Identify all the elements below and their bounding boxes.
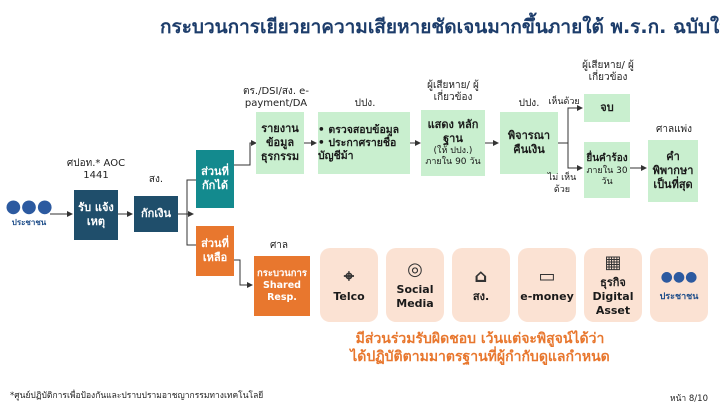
party-label: สง. (472, 289, 490, 303)
citizen-label: ประชาชน (11, 218, 47, 227)
people-icon: ●●● (660, 268, 698, 285)
seize-actor: สง. (148, 174, 164, 185)
verify-actor: ปปง. (354, 98, 376, 109)
party-label: Social Media (396, 282, 434, 310)
remaining-part-box: ส่วนที่ เหลือ (196, 226, 234, 276)
report-actor: ตร./DSI/สง. e-payment/DA (243, 86, 309, 109)
shared-resp-process-box: กระบวนการ Shared Resp. (254, 256, 310, 316)
consider-actor: ปปง. (518, 98, 540, 109)
verify-item: ตรวจสอบข้อมูล (318, 124, 410, 137)
appeal-deadline: ภายใน 30 วัน (586, 166, 628, 187)
party-label: ธุรกิจ Digital Asset (592, 275, 634, 317)
party-label: ประชาชน (659, 291, 699, 302)
evidence-label: แสดง หลักฐาน (427, 118, 479, 145)
receive-actor: ศปอท.* AOC 1441 (66, 158, 126, 181)
people-icon: ●●● (5, 196, 53, 217)
building-icon: ▦ (604, 251, 622, 273)
final-ruling-box: คำพิพากษา เป็นที่สุด (648, 140, 698, 202)
statement-line: มีส่วนร่วมรับผิดชอบ เว้นแต่จะพิสูจน์ได้ว… (355, 331, 605, 347)
report-transactions-box: รายงาน ข้อมูล ธุรกรรม (256, 112, 304, 174)
party-digital-asset: ▦ ธุรกิจ Digital Asset (584, 248, 642, 322)
receive-report-box: รับ แจ้ง เหตุ (74, 190, 118, 240)
evidence-actor: ผู้เสียหาย/ ผู้เกี่ยวข้อง (427, 80, 479, 103)
appeal-label: ยื่นคำร้อง (586, 153, 628, 164)
party-bank: ⌂ สง. (452, 248, 510, 322)
evidence-box: แสดง หลักฐาน (ให้ ปปง.) ภายใน 90 วัน (421, 110, 485, 176)
done-actor: ผู้เสียหาย/ ผู้เกี่ยวข้อง (582, 60, 634, 83)
party-e-money: ▭ e-money (518, 248, 576, 322)
party-citizens: ●●● ประชาชน (650, 248, 708, 322)
bank-icon: ⌂ (474, 265, 488, 287)
card-icon: ▭ (538, 265, 556, 287)
seize-funds-box: กักเงิน (134, 196, 178, 232)
agree-label: เห็นด้วย (548, 97, 580, 107)
party-telco: ⌖ Telco (320, 248, 378, 322)
page-title: กระบวนการเยียวยาความเสียหายชัดเจนมากขึ้น… (160, 16, 720, 38)
party-label: e-money (520, 289, 574, 303)
seized-part-box: ส่วนที่ กักได้ (196, 150, 234, 208)
verify-box: ตรวจสอบข้อมูล ประกาศรายชื่อ บัญชีม้า (318, 112, 410, 174)
appeal-box: ยื่นคำร้อง ภายใน 30 วัน (584, 142, 630, 198)
consider-refund-box: พิจารณา คืนเงิน (500, 112, 558, 174)
antenna-icon: ⌖ (343, 265, 355, 287)
done-box: จบ (584, 94, 630, 122)
statement-line: ได้ปฏิบัติตามมาตรฐานที่ผู้กำกับดูแลกำหนด (350, 349, 610, 365)
footnote: *ศูนย์ปฏิบัติการเพื่อป้องกันและปราบปรามอ… (10, 391, 264, 401)
citizen-start: ●●● ประชาชน (5, 196, 53, 232)
party-label: Telco (333, 289, 365, 303)
evidence-deadline: (ให้ ปปง.) ภายใน 90 วัน (425, 146, 481, 167)
social-media-icon: ◎ (407, 258, 423, 280)
verify-item: ประกาศรายชื่อ บัญชีม้า (318, 137, 410, 163)
party-social-media: ◎ Social Media (386, 248, 444, 322)
page-number: หน้า 8/10 (670, 394, 708, 404)
court-actor: ศาล (269, 240, 289, 251)
disagree-label: ไม่ เห็นด้วย (547, 173, 577, 195)
shared-responsibility-statement: มีส่วนร่วมรับผิดชอบ เว้นแต่จะพิสูจน์ได้ว… (320, 330, 640, 366)
ruling-actor: ศาลแพ่ง (655, 124, 692, 135)
